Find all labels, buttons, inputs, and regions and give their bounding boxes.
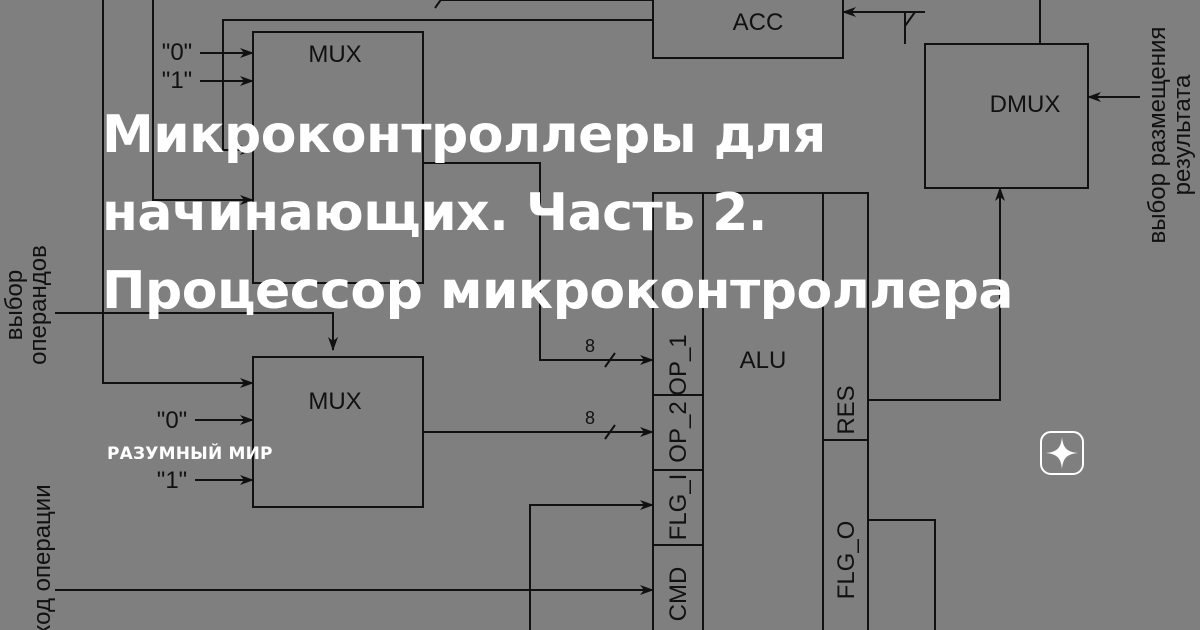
op1-label: OP_1 <box>665 334 692 395</box>
zero-label-1: "0" <box>162 39 192 66</box>
article-title[interactable]: Микроконтроллеры для начинающих. Часть 2… <box>102 96 1013 330</box>
dmux-block <box>924 43 1089 189</box>
bus-width-1: 8 <box>585 336 595 356</box>
alu-block <box>652 192 869 630</box>
flg-i-label: FLG_I <box>665 474 692 541</box>
one-label-2: "1" <box>157 467 187 494</box>
title-line: Процессор микроконтроллера <box>102 261 1013 321</box>
flg-o-label: FLG_O <box>833 521 860 600</box>
op-code-label: код операции <box>29 484 56 630</box>
mux2-block <box>252 356 424 508</box>
dmux-label: DMUX <box>990 91 1061 118</box>
zero-label-2: "0" <box>157 407 187 434</box>
title-line: начинающих. Часть 2. <box>102 183 768 243</box>
zen-star-icon <box>1040 431 1084 475</box>
mux2-label: MUX <box>308 388 361 415</box>
mux1-block <box>252 31 424 284</box>
operand-select-label-2: операндов <box>25 245 52 365</box>
operand-select-label-1: выбор <box>1 270 28 340</box>
channel-name[interactable]: РАЗУМНЫЙ МИР <box>107 444 273 464</box>
result-select-label-1: выбор размещения <box>1144 27 1171 244</box>
res-label: RES <box>833 385 860 434</box>
cmd-label: CMD <box>665 567 692 622</box>
mux1-label: MUX <box>308 41 361 68</box>
bus-width-2: 8 <box>585 408 595 428</box>
result-select-label-2: результата <box>1169 74 1196 195</box>
alu-label: ALU <box>740 347 787 374</box>
acc-block <box>652 0 844 59</box>
acc-label: ACC <box>733 9 784 36</box>
one-label-1: "1" <box>162 67 192 94</box>
op2-label: OP_2 <box>665 401 692 462</box>
title-line: Микроконтроллеры для <box>102 105 826 165</box>
